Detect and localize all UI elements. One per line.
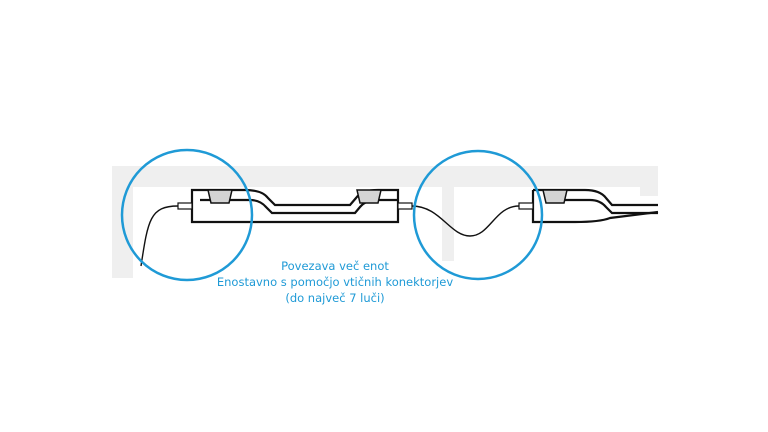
led-chips — [207, 189, 568, 204]
connectors — [177, 202, 534, 210]
caption-description: Enostavno s pomočjo vtičnih konektorjev — [216, 275, 454, 289]
connector-plug — [397, 202, 413, 210]
led-chip — [542, 189, 568, 204]
led-chip — [356, 189, 382, 204]
caption-note: (do največ 7 luči) — [285, 291, 385, 305]
connector-plug — [518, 202, 534, 210]
cables — [140, 205, 520, 267]
led-chip — [207, 189, 233, 204]
caption: Povezava več enot Enostavno s pomočjo vt… — [200, 258, 470, 306]
background-shape — [112, 166, 658, 278]
highlight-circle-connector-link — [412, 149, 544, 281]
caption-title: Povezava več enot — [281, 259, 389, 273]
highlight-circles — [120, 148, 544, 282]
led-module-2 — [531, 188, 659, 224]
highlight-circle-cable-input — [120, 148, 254, 282]
connector-plug — [177, 202, 193, 210]
